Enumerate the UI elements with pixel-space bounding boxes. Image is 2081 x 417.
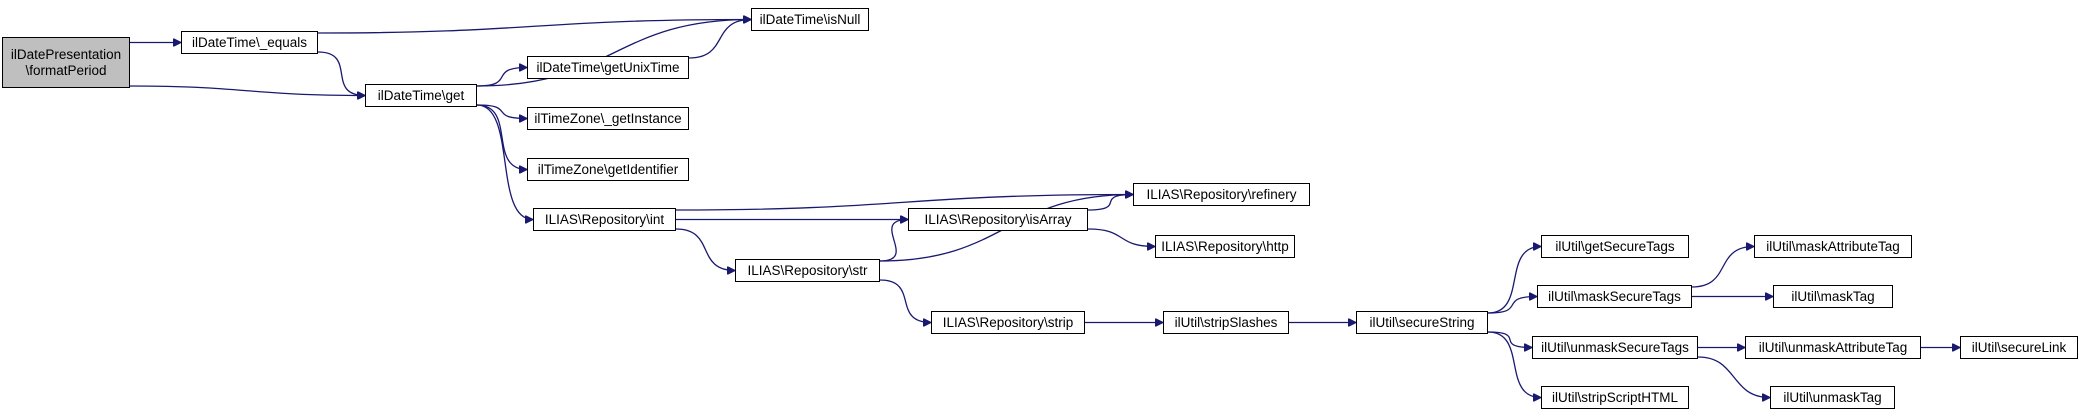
node-getUnixTime[interactable]: ilDateTime\getUnixTime <box>527 56 689 79</box>
node-repoInt[interactable]: ILIAS\Repository\int <box>533 208 676 231</box>
node-label: ilUtil\getSecureTags <box>1555 238 1675 254</box>
node-label: ILIAS\Repository\int <box>544 211 665 227</box>
node-label: ilDateTime\get <box>377 87 465 103</box>
node-label: ilUtil\unmaskAttributeTag <box>1758 339 1908 355</box>
edge-formatPeriod-to-get <box>129 85 365 96</box>
node-secureString[interactable]: ilUtil\secureString <box>1356 311 1488 334</box>
node-repoRefinery[interactable]: ILIAS\Repository\refinery <box>1133 183 1310 206</box>
node-label: ilUtil\unmaskTag <box>1783 389 1882 405</box>
node-maskTag[interactable]: ilUtil\maskTag <box>1773 285 1893 308</box>
node-label: ILIAS\Repository\str <box>747 262 868 278</box>
node-label: ilTimeZone\getIdentifier <box>537 161 679 177</box>
node-label: ilTimeZone\_getInstance <box>534 110 682 126</box>
node-secureLink[interactable]: ilUtil\secureLink <box>1960 336 2078 359</box>
edge-getUnixTime-to-isNull <box>688 20 751 59</box>
node-label: ILIAS\Repository\refinery <box>1146 186 1297 202</box>
edge-secureString-to-getSecureTags <box>1487 247 1541 314</box>
node-repoHttp[interactable]: ILIAS\Repository\http <box>1155 235 1295 258</box>
node-label: ilUtil\stripSlashes <box>1174 314 1278 330</box>
node-repoIsArray[interactable]: ILIAS\Repository\isArray <box>908 208 1088 231</box>
edge-get-to-isNull <box>476 20 751 87</box>
node-get[interactable]: ilDateTime\get <box>365 84 477 107</box>
node-getIdentifier[interactable]: ilTimeZone\getIdentifier <box>527 158 689 181</box>
node-label: ILIAS\Repository\strip <box>942 314 1074 330</box>
node-label: ilUtil\secureString <box>1369 314 1475 330</box>
edge-repoInt-to-repoRefinery <box>675 195 1133 211</box>
node-unmaskSecureTags[interactable]: ilUtil\unmaskSecureTags <box>1532 336 1698 359</box>
edge-equals-to-isNull <box>317 20 751 34</box>
node-unmaskAttributeTag[interactable]: ilUtil\unmaskAttributeTag <box>1745 336 1921 359</box>
node-label: ilDateTime\getUnixTime <box>536 59 680 75</box>
node-maskAttributeTag[interactable]: ilUtil\maskAttributeTag <box>1754 235 1912 258</box>
edge-secureString-to-stripScriptHTML <box>1487 331 1541 398</box>
edge-get-to-getUnixTime <box>476 68 527 87</box>
node-label: ilUtil\stripScriptHTML <box>1551 389 1678 405</box>
node-maskSecureTags[interactable]: ilUtil\maskSecureTags <box>1537 285 1692 308</box>
node-formatPeriod: ilDatePresentation\formatPeriod <box>2 37 130 88</box>
edge-equals-to-get <box>317 51 365 96</box>
node-label: ilUtil\maskTag <box>1791 288 1875 304</box>
node-stripScriptHTML[interactable]: ilUtil\stripScriptHTML <box>1541 386 1689 409</box>
node-label: \formatPeriod <box>25 62 107 78</box>
node-isNull[interactable]: ilDateTime\isNull <box>751 8 869 31</box>
edge-repoStr-to-repoIsArray <box>879 220 908 262</box>
edge-secureString-to-unmaskSecureTags <box>1487 331 1532 348</box>
node-label: ilDatePresentation <box>10 46 122 62</box>
node-repoStrip[interactable]: ILIAS\Repository\strip <box>931 311 1085 334</box>
node-unmaskTag[interactable]: ilUtil\unmaskTag <box>1770 386 1895 409</box>
node-stripSlashes[interactable]: ilUtil\stripSlashes <box>1163 311 1289 334</box>
edge-repoStr-to-repoStrip <box>879 279 931 323</box>
node-getInstance[interactable]: ilTimeZone\_getInstance <box>527 107 689 130</box>
node-label: ILIAS\Repository\isArray <box>924 211 1072 227</box>
node-getSecureTags[interactable]: ilUtil\getSecureTags <box>1541 235 1689 258</box>
edge-repoIsArray-to-repoHttp <box>1087 228 1155 247</box>
edge-maskSecureTags-to-maskAttributeTag <box>1691 247 1754 288</box>
node-label: ilUtil\maskSecureTags <box>1548 288 1681 304</box>
edge-repoInt-to-repoStr <box>675 228 735 271</box>
node-label: ilDateTime\_equals <box>191 34 308 50</box>
edge-get-to-repoInt <box>476 104 533 220</box>
edge-unmaskSecureTags-to-unmaskTag <box>1697 356 1770 398</box>
node-label: ILIAS\Repository\http <box>1161 238 1289 254</box>
node-equals[interactable]: ilDateTime\_equals <box>181 31 318 54</box>
node-label: ilUtil\maskAttributeTag <box>1766 238 1900 254</box>
node-label: ilDateTime\isNull <box>759 11 861 27</box>
edge-get-to-getIdentifier <box>476 104 527 170</box>
node-repoStr[interactable]: ILIAS\Repository\str <box>735 259 880 282</box>
node-label: ilUtil\unmaskSecureTags <box>1541 339 1689 355</box>
edge-secureString-to-maskSecureTags <box>1487 297 1537 314</box>
edge-get-to-getInstance <box>476 104 527 119</box>
node-label: ilUtil\secureLink <box>1971 339 2067 355</box>
